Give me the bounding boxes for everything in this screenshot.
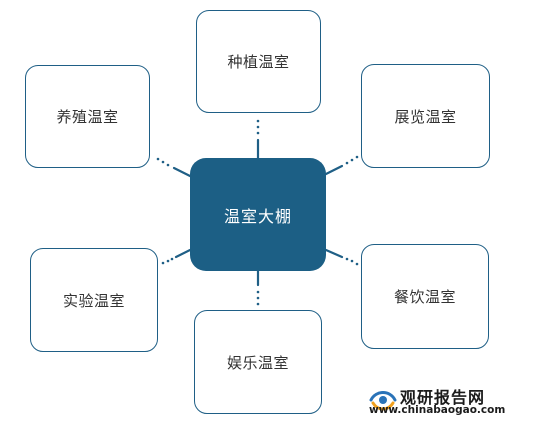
- connector-dot: [345, 257, 349, 261]
- connector-dot: [256, 119, 260, 123]
- connector-dot: [345, 161, 349, 165]
- connector-dot: [170, 257, 174, 261]
- node-breeding-greenhouse: 养殖温室: [25, 65, 150, 168]
- connector-dot: [256, 131, 260, 135]
- logo-eye-icon: [369, 391, 397, 411]
- connector-dot: [256, 125, 260, 129]
- node-label: 养殖温室: [56, 108, 119, 126]
- connector-dot: [256, 302, 260, 306]
- connector-dot: [350, 158, 354, 162]
- connector-bottom-left: [174, 248, 192, 259]
- node-exhibition-greenhouse: 展览温室: [361, 64, 490, 168]
- node-dining-greenhouse: 餐饮温室: [361, 244, 489, 349]
- connector-dot: [256, 290, 260, 294]
- connector-dot: [166, 259, 170, 263]
- node-label: 种植温室: [227, 53, 290, 71]
- connector-dot: [156, 157, 160, 161]
- node-label: 餐饮温室: [393, 288, 456, 306]
- hub-greenhouse: 温室大棚: [190, 158, 326, 271]
- hub-label: 温室大棚: [223, 206, 292, 226]
- connector-dot: [256, 296, 260, 300]
- connector-dot: [350, 259, 354, 263]
- connector-dot: [161, 261, 165, 265]
- node-label: 娱乐温室: [226, 353, 289, 372]
- connector-dot: [355, 155, 359, 159]
- node-planting-greenhouse: 种植温室: [196, 10, 321, 113]
- node-entertainment-greenhouse: 娱乐温室: [194, 310, 322, 414]
- connector-dot: [166, 163, 170, 167]
- watermark-logo: 观研报告网 www.chinabaogao.com: [368, 382, 548, 418]
- node-label: 实验温室: [62, 291, 125, 310]
- connector-dot: [355, 262, 359, 266]
- watermark-url: www.chinabaogao.com: [369, 404, 506, 416]
- connector-top-right: [324, 164, 344, 176]
- connector-top-left: [172, 166, 192, 178]
- connector-dot: [161, 160, 165, 164]
- watermark-name: 观研报告网: [400, 388, 486, 407]
- connector-bottom-right: [324, 248, 344, 259]
- node-experiment-greenhouse: 实验温室: [30, 248, 158, 352]
- node-label: 展览温室: [394, 107, 457, 126]
